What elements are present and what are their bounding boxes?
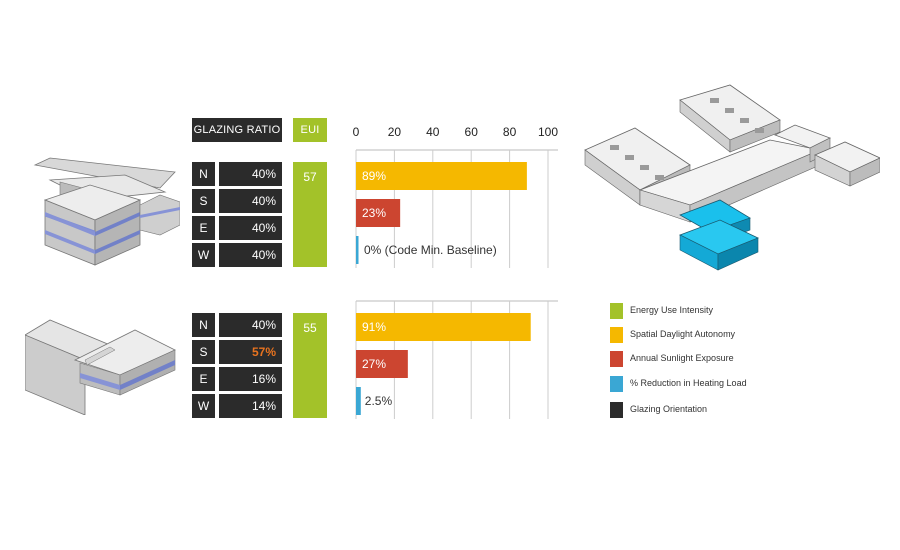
- campus-massing-icon: [584, 84, 880, 271]
- legend-label: Spatial Daylight Autonomy: [630, 329, 736, 339]
- legend-label: % Reduction in Heating Load: [630, 378, 747, 388]
- bar: [356, 162, 527, 190]
- glazing-ratio-cell: 40%: [219, 189, 282, 213]
- legend-swatch: [610, 351, 623, 367]
- bar: [356, 236, 359, 264]
- x-tick-label: 80: [503, 125, 517, 139]
- orientation-cell: S: [192, 340, 215, 364]
- x-tick-label: 40: [426, 125, 440, 139]
- bar-chart-area: 0 20 40 60 80 100 89% 23% 0% (Code Min. Baseline…: [353, 125, 558, 419]
- bar: [356, 313, 531, 341]
- orientation-cell: E: [192, 216, 215, 240]
- bar-data-label: 0% (Code Min. Baseline): [364, 243, 497, 257]
- eui-value-bar: 55: [293, 313, 327, 418]
- legend-swatch: [610, 376, 623, 392]
- eui-header: EUI: [293, 118, 327, 142]
- legend-swatch: [610, 327, 623, 343]
- legend-label: Annual Sunlight Exposure: [630, 353, 734, 363]
- orientation-cell: N: [192, 162, 215, 186]
- bar-data-label: 89%: [362, 169, 386, 183]
- x-tick-label: 60: [465, 125, 479, 139]
- glazing-ratio-header: GLAZING RATIO: [192, 118, 282, 142]
- glazing-ratio-cell-highlight: 57%: [219, 340, 282, 364]
- bar: [356, 387, 361, 415]
- legend-label: Energy Use Intensity: [630, 305, 714, 315]
- legend-swatch: [610, 402, 623, 418]
- orientation-cell: E: [192, 367, 215, 391]
- building-massing-bottom-icon: [25, 319, 176, 415]
- glazing-ratio-cell: 14%: [219, 394, 282, 418]
- bar-data-label: 23%: [362, 206, 386, 220]
- x-tick-label: 100: [538, 125, 558, 139]
- glazing-ratio-cell: 40%: [219, 313, 282, 337]
- bar: [356, 350, 408, 378]
- glazing-ratio-cell: 16%: [219, 367, 282, 391]
- orientation-cell: W: [192, 394, 215, 418]
- bar-data-label: 27%: [362, 357, 386, 371]
- bar: [356, 199, 401, 227]
- bar-data-label: 2.5%: [365, 394, 393, 408]
- orientation-cell: W: [192, 243, 215, 267]
- glazing-ratio-cell: 40%: [219, 243, 282, 267]
- orientation-cell: S: [192, 189, 215, 213]
- x-tick-label: 0: [353, 125, 360, 139]
- eui-value-bar: 57: [293, 162, 327, 267]
- x-tick-label: 20: [388, 125, 402, 139]
- glazing-ratio-cell: 40%: [219, 216, 282, 240]
- legend-label: Glazing Orientation: [630, 404, 708, 414]
- bar-data-label: 91%: [362, 320, 386, 334]
- building-massing-top-icon: [33, 157, 180, 266]
- legend-swatch: [610, 303, 623, 319]
- glazing-ratio-cell: 40%: [219, 162, 282, 186]
- orientation-cell: N: [192, 313, 215, 337]
